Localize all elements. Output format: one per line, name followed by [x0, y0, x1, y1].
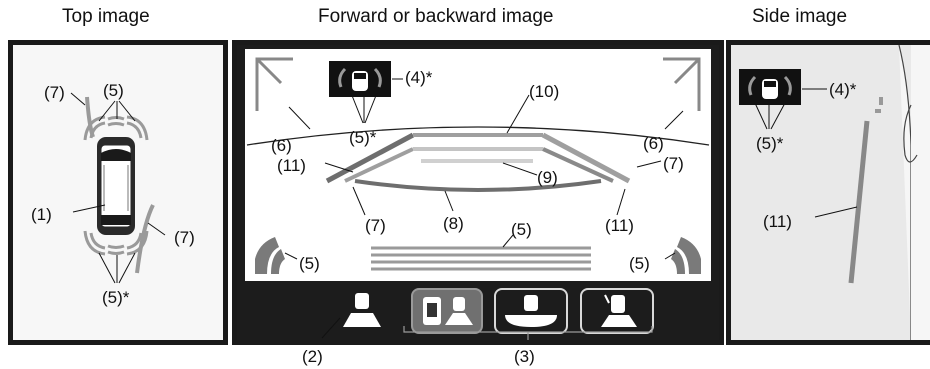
car-side-body: [898, 44, 912, 340]
label-7-top: (7): [44, 83, 65, 102]
top-view-drawing: (7) (5) (1) (7) (5)*: [31, 81, 195, 307]
label-5-star-top: (5)*: [102, 288, 130, 307]
label-5-stripes: (5): [511, 220, 532, 239]
side-guide-line-11: [848, 120, 870, 284]
label-4-star: (4)*: [405, 68, 433, 87]
label-7-top-rear: (7): [174, 228, 195, 247]
label-2: (2): [302, 347, 323, 366]
label-11-left: (11): [277, 156, 306, 175]
label-8: (8): [443, 214, 464, 233]
guide-line-top-rear: [135, 204, 155, 274]
label-6-right: (6): [643, 134, 664, 153]
label-7-right: (7): [663, 154, 684, 173]
guide-line-left-outer: [325, 132, 415, 184]
label-5-star-side: (5)*: [756, 134, 784, 153]
corner-marker-left-diag: [255, 57, 283, 85]
label-11-side: (11): [763, 212, 792, 231]
distance-stripes: [371, 246, 591, 271]
label-9: (9): [537, 168, 558, 187]
title-top-image: Top image: [62, 6, 150, 27]
camera-screen: (4)* (6) (6) (5)* (10) (11) (7) (9) (7) …: [245, 49, 711, 281]
forward-backward-panel: (4)* (6) (6) (5)* (10) (11) (7) (9) (7) …: [232, 40, 724, 345]
bumper-guide-8: [354, 179, 602, 192]
sensor-fan-right: [671, 237, 701, 274]
guide-line-top-front: [85, 96, 95, 138]
label-6-left: (6): [271, 136, 292, 155]
guide-line-left-inner: [344, 147, 414, 183]
title-forward-backward-image: Forward or backward image: [318, 6, 554, 27]
view-select-icon[interactable]: [343, 293, 381, 327]
title-side-image: Side image: [752, 6, 848, 27]
car-top-view-icon: [97, 137, 135, 235]
sensor-fan-left: [255, 237, 285, 274]
side-mirror: [903, 104, 918, 163]
label-1: (1): [31, 205, 52, 224]
sensor-indicator-icon: [329, 61, 391, 97]
label-5-fan-right: (5): [629, 254, 650, 273]
corner-marker-right: [663, 57, 701, 111]
mode-side-icon: [611, 295, 625, 313]
view-button-bar: [343, 288, 654, 334]
side-view-drawing: (4)* (5)* (11): [739, 44, 930, 340]
bumper-line: [246, 126, 710, 146]
mode-wide-icon: [524, 295, 538, 311]
corner-marker-right-diag: [673, 57, 701, 85]
label-11-right: (11): [605, 216, 634, 235]
side-image-panel: (4)* (5)* (11): [726, 40, 930, 345]
top-image-panel: (7) (5) (1) (7) (5)*: [8, 40, 228, 345]
corner-marker-left: [255, 57, 293, 111]
guide-line-right-outer: [541, 132, 631, 184]
label-7-left: (7): [365, 216, 386, 235]
mode-wide-button[interactable]: [494, 288, 568, 334]
label-5-top: (5): [103, 81, 124, 100]
mode-top-front-button[interactable]: [411, 288, 483, 334]
label-3: (3): [514, 347, 535, 366]
mode-side-button[interactable]: [580, 288, 654, 334]
guide-line-right-inner: [542, 147, 614, 183]
camera-view-drawing: (4)* (6) (6) (5)* (10) (11) (7) (9) (7) …: [246, 57, 710, 274]
label-4-star-side: (4)*: [829, 80, 857, 99]
sensor-indicator-icon-side: [739, 69, 801, 105]
label-5-fan-left: (5): [299, 254, 320, 273]
label-5-star-front: (5)*: [349, 128, 377, 147]
label-10: (10): [529, 82, 559, 101]
